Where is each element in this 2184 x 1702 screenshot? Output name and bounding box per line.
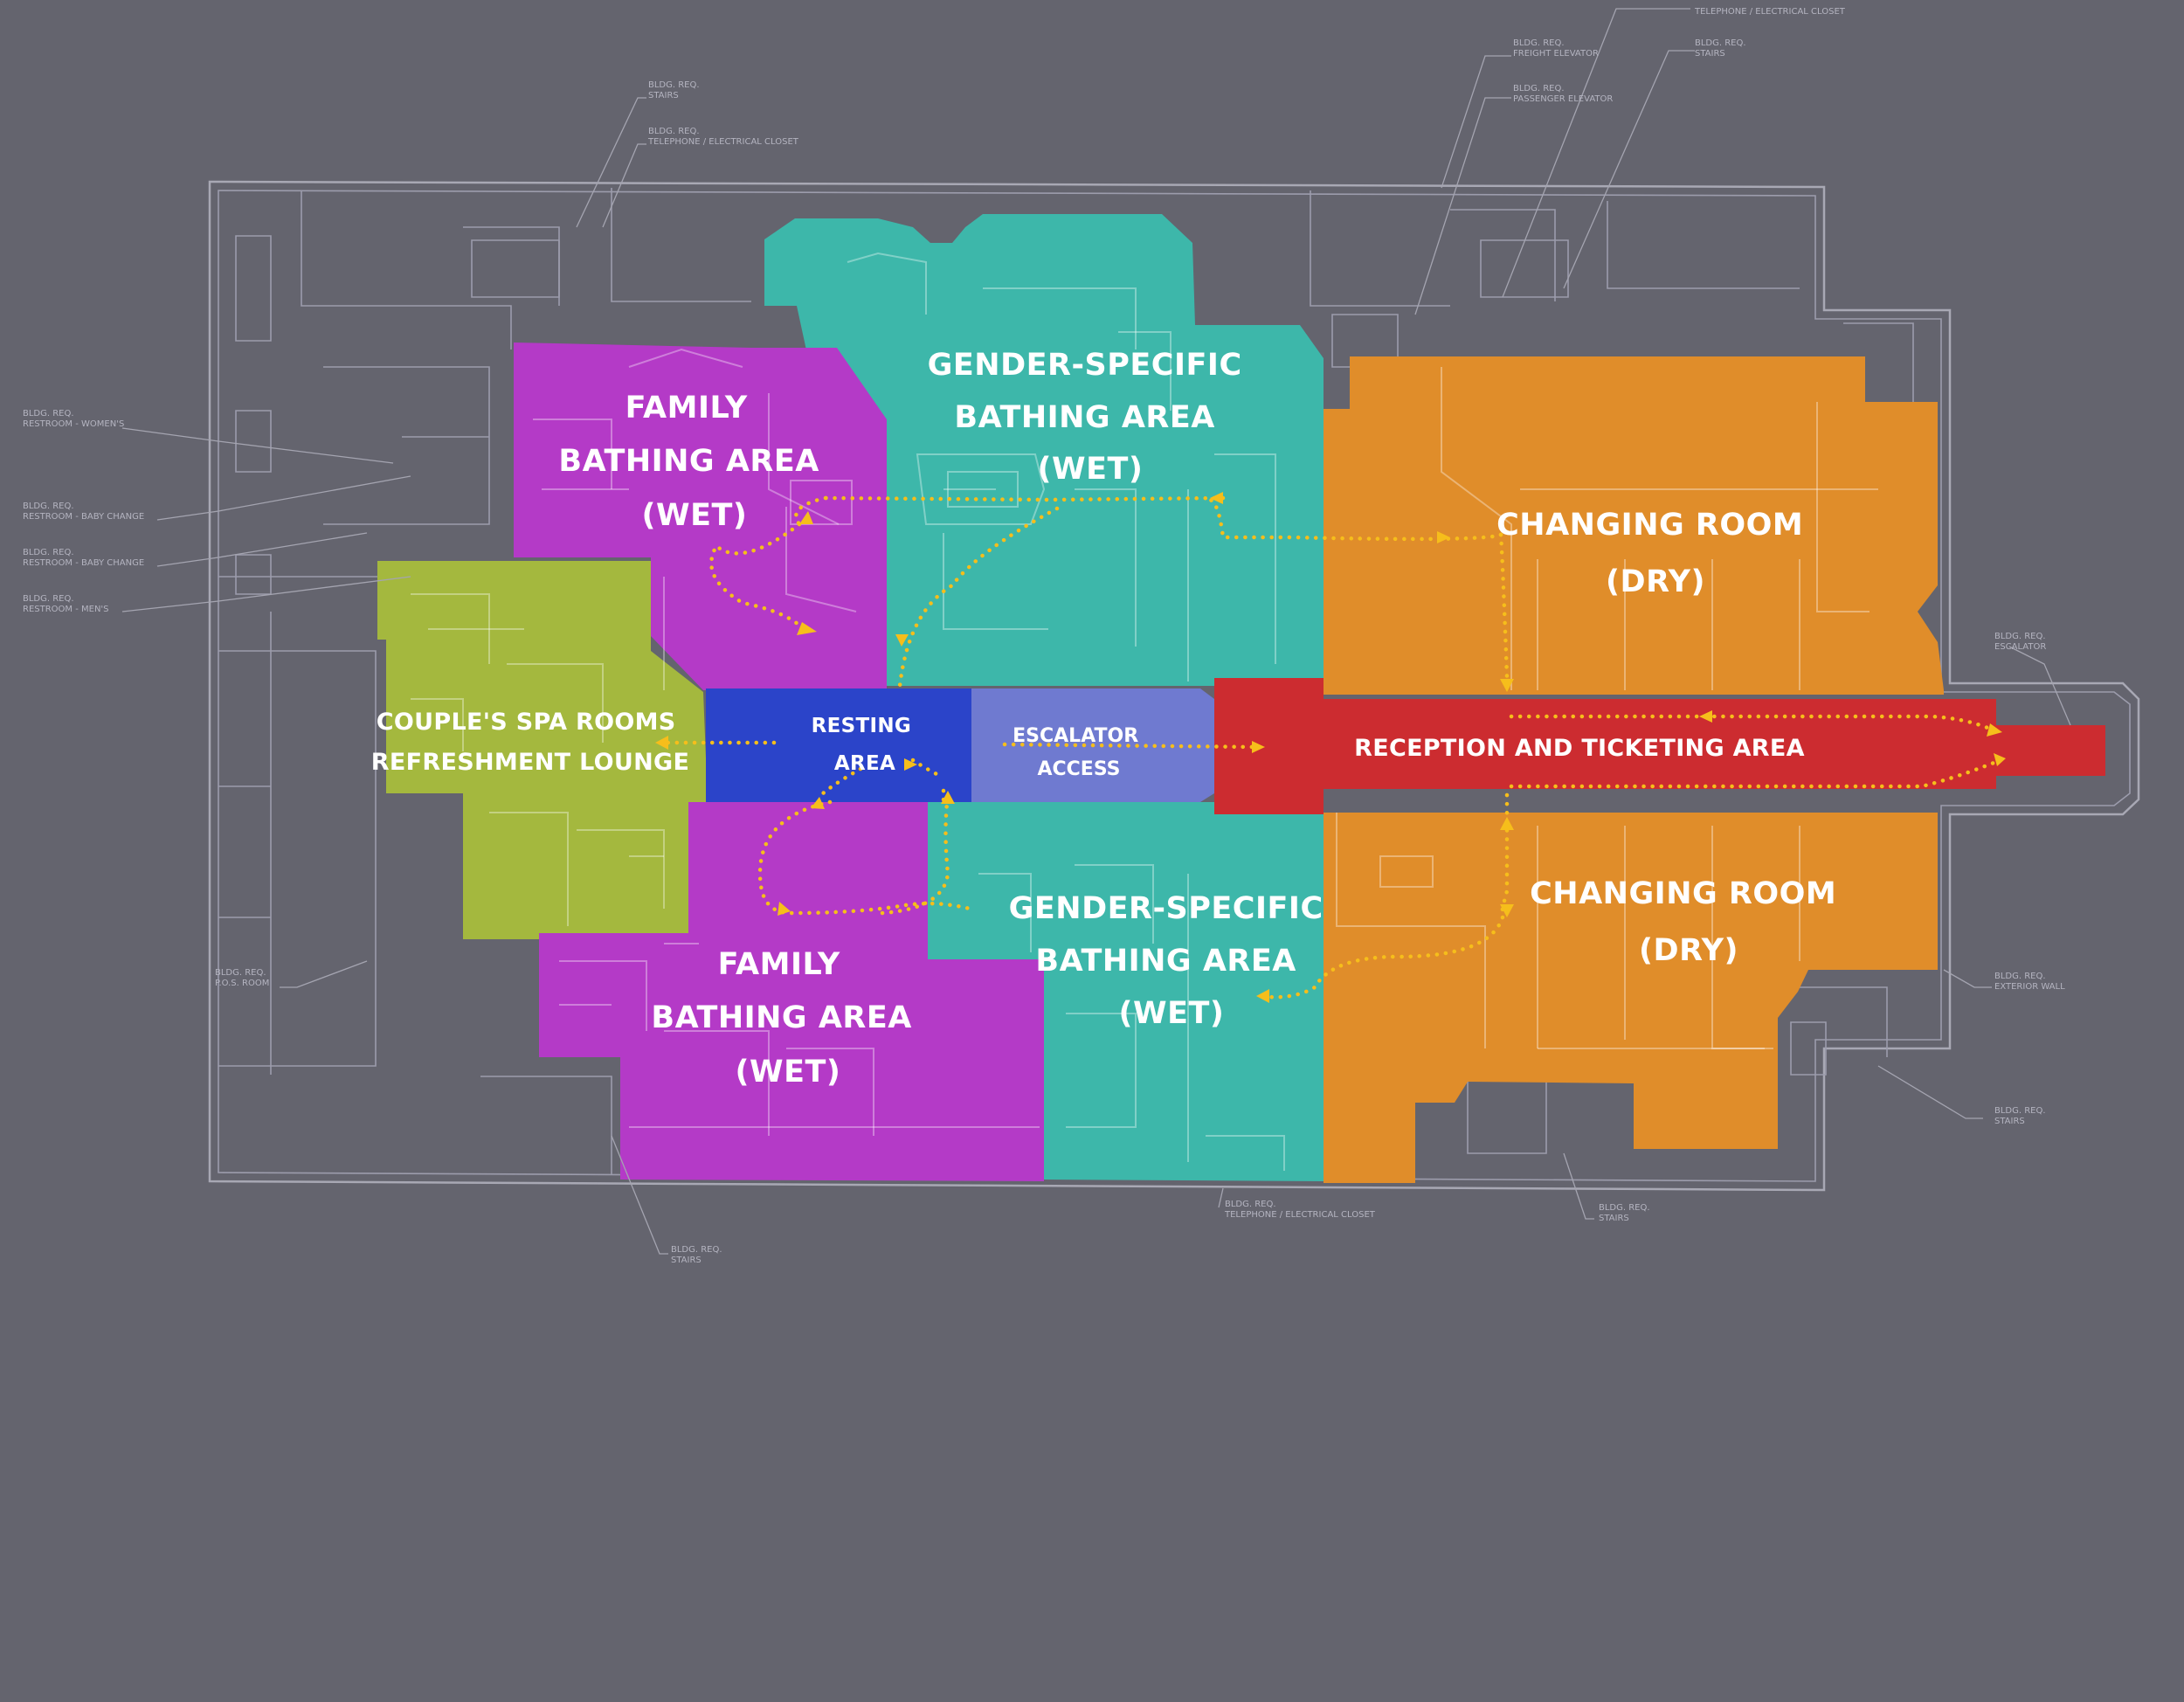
arrow-icon [1994,753,2006,766]
annotation: BLDG. REQ.PASSENGER ELEVATOR [1513,84,1613,104]
annotation: BLDG. REQ.STAIRS [671,1245,722,1265]
leader-lines [121,8,2071,1255]
circulation-paths [661,495,2003,1000]
arrow-icon [1256,989,1269,1003]
label-family-top: FAMILY BATHING AREA (WET) [558,391,830,533]
annotation: BLDG. REQ.STAIRS [648,80,700,100]
building-outline [208,180,2140,1192]
zone-changing-top [1324,356,1944,695]
label-changing-top: CHANGING ROOM (DRY) [1496,508,1814,599]
annotations: TELEPHONE / ELECTRICAL CLOSET BLDG. REQ.… [23,7,2065,1265]
arrow-icon [1252,741,1265,753]
annotation: BLDG. REQ.STAIRS [1695,38,1746,59]
annotation: BLDG. REQ.RESTROOM - WOMEN'S [23,409,124,429]
arrow-icon [799,511,813,524]
arrow-icon [1210,492,1223,504]
arrow-icon [941,791,955,804]
label-escalator: ESCALATOR ACCESS [1013,725,1145,780]
label-spa: COUPLE'S SPA ROOMS REFRESHMENT LOUNGE [371,709,689,776]
arrow-icon [1437,531,1450,543]
zone-gender-top [764,214,1324,686]
arrow-icon [1500,817,1514,830]
zone-spa [377,561,708,939]
arrow-icon [1699,710,1712,723]
arrow-icon [811,797,825,809]
annotation: BLDG. REQ.STAIRS [1599,1203,1650,1223]
zone-interior-lines [411,252,1878,1171]
zone-resting [706,688,971,802]
arrow-icon [895,634,909,647]
annotation: BLDG. REQ.RESTROOM - BABY CHANGE [23,502,144,522]
arrow-icon [778,902,791,916]
label-family-bottom: FAMILY BATHING AREA (WET) [651,947,923,1090]
annotation: BLDG. REQ.STAIRS [1994,1106,2046,1126]
zone-family-top [514,342,887,690]
arrow-icon [1500,904,1514,917]
zone-gender-bottom [928,802,1324,1181]
arrow-icon [1500,679,1514,692]
background-rooms [218,188,1914,1175]
circulation-arrows [655,492,2006,1003]
label-gender-bottom: GENDER-SPECIFIC BATHING AREA (WET) [1009,891,1335,1031]
annotation: BLDG. REQ.RESTROOM - BABY CHANGE [23,548,144,568]
annotation: BLDG. REQ.TELEPHONE / ELECTRICAL CLOSET [647,127,799,147]
annotation: TELEPHONE / ELECTRICAL CLOSET [1694,7,1846,17]
annotation: BLDG. REQ.P.O.S. ROOM [215,968,269,988]
arrow-icon [797,622,817,635]
annotation: BLDG. REQ.ESCALATOR [1994,632,2046,652]
zone-labels: FAMILY BATHING AREA (WET) GENDER-SPECIFI… [371,348,1848,1090]
annotation: BLDG. REQ.FREIGHT ELEVATOR [1513,38,1599,59]
annotation: BLDG. REQ.TELEPHONE / ELECTRICAL CLOSET [1224,1200,1376,1220]
zone-reception [1214,678,2105,814]
label-resting: RESTING AREA [812,715,919,775]
label-reception: RECEPTION AND TICKETING AREA [1354,735,1805,762]
label-gender-top: GENDER-SPECIFIC BATHING AREA (WET) [928,348,1254,487]
arrow-icon [904,758,917,771]
label-changing-bottom: CHANGING ROOM (DRY) [1530,876,1848,968]
arrow-icon [1987,723,2002,737]
zone-family-bottom [539,791,1044,1181]
annotation: BLDG. REQ.EXTERIOR WALL [1994,972,2065,992]
zone-changing-bottom [1324,813,1938,1183]
annotation: BLDG. REQ.RESTROOM - MEN'S [23,594,109,614]
arrow-icon [655,736,668,750]
